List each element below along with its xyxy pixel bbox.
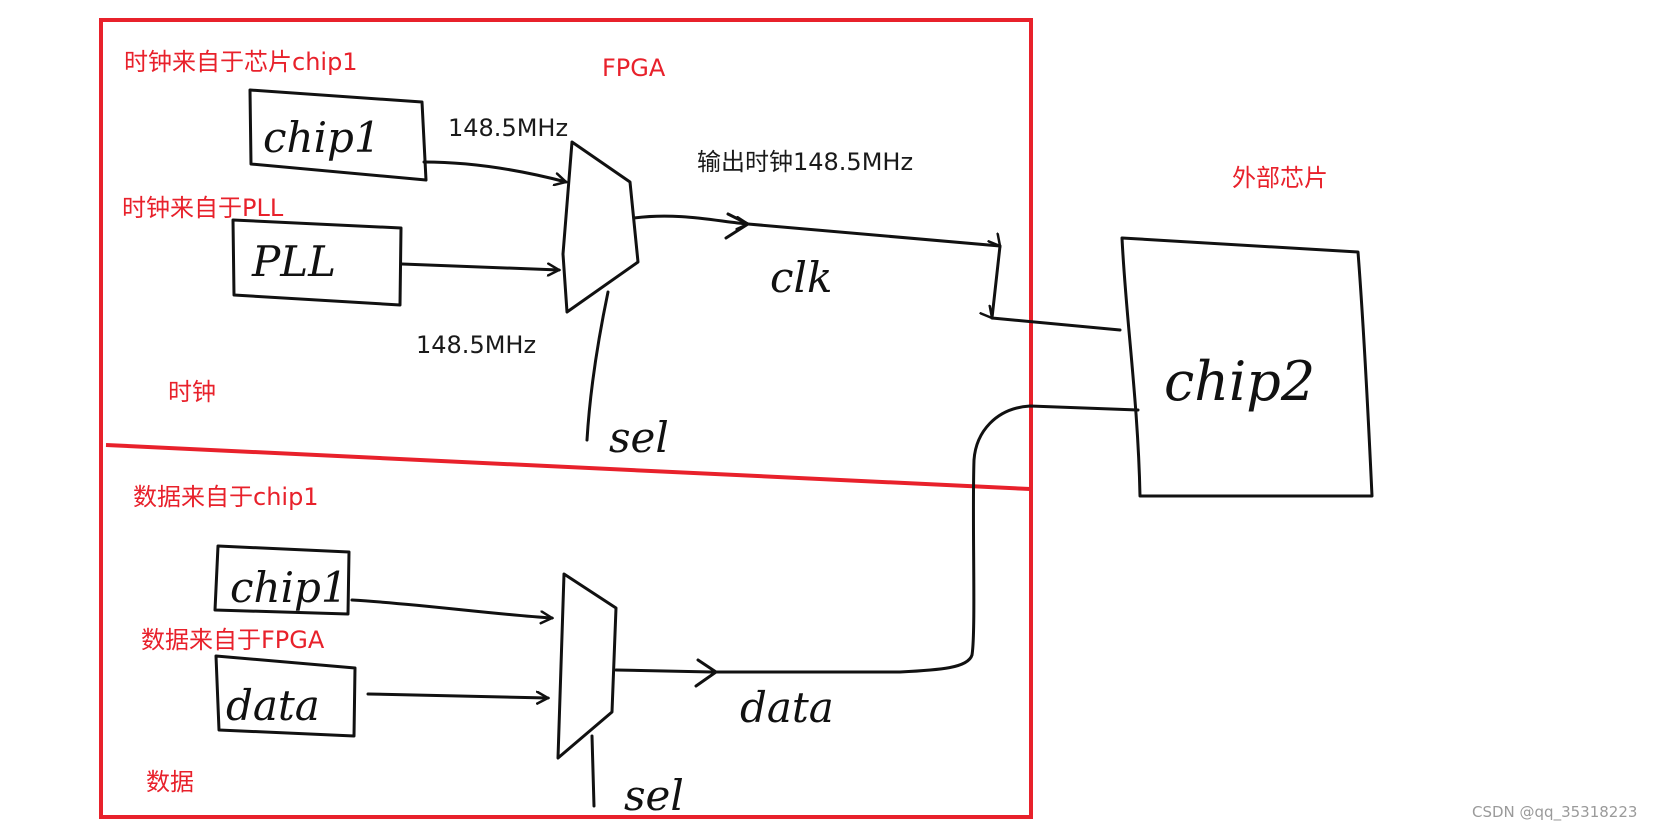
chip1-frequency-label: 148.5MHz — [448, 114, 568, 142]
pll-block — [231, 218, 403, 307]
data-output-line — [614, 404, 1140, 674]
clock-chip1-block-label: chip1 — [263, 113, 381, 162]
fpga-label: FPGA — [602, 54, 666, 82]
output-clock-label: 输出时钟148.5MHz — [697, 148, 913, 176]
data-chip1-arrow — [350, 598, 552, 618]
clk-signal-label: clk — [770, 253, 832, 302]
data-arrow — [366, 694, 548, 698]
data-block — [214, 654, 357, 738]
data-mux — [556, 572, 618, 760]
section-divider — [105, 443, 1031, 491]
pll-frequency-label: 148.5MHz — [416, 331, 536, 359]
clk-output-line — [632, 214, 1122, 332]
chip2-block — [1120, 236, 1374, 498]
data-sel-line — [590, 734, 596, 808]
data-chip1-block — [213, 544, 351, 616]
fpga-boundary — [99, 18, 1033, 819]
pll-arrow — [400, 262, 559, 270]
clk-output-arrowhead — [724, 212, 750, 240]
clock-sel-label: sel — [609, 413, 669, 462]
data-signal-label: data — [740, 683, 834, 732]
clock-from-chip1-label: 时钟来自于芯片chip1 — [124, 48, 358, 76]
data-from-fpga-label: 数据来自于FPGA — [141, 626, 325, 654]
data-from-chip1-label: 数据来自于chip1 — [133, 483, 319, 511]
data-sel-label: sel — [624, 771, 684, 820]
watermark: CSDN @qq_35318223 — [1472, 803, 1637, 822]
clock-sel-line — [585, 290, 610, 442]
external-chip-label: 外部芯片 — [1232, 164, 1328, 192]
data-section-label: 数据 — [146, 768, 194, 796]
clock-mux — [561, 140, 640, 314]
data-chip1-block-label: chip1 — [230, 563, 348, 612]
pll-block-label: PLL — [251, 237, 336, 286]
clock-chip1-block — [248, 88, 428, 182]
clock-from-pll-label: 时钟来自于PLL — [122, 194, 284, 222]
clock-section-label: 时钟 — [168, 378, 216, 406]
data-output-arrowhead — [694, 658, 718, 688]
data-block-label: data — [226, 681, 320, 730]
chip2-block-label: chip2 — [1164, 350, 1315, 413]
clock-chip1-arrow — [422, 160, 566, 182]
